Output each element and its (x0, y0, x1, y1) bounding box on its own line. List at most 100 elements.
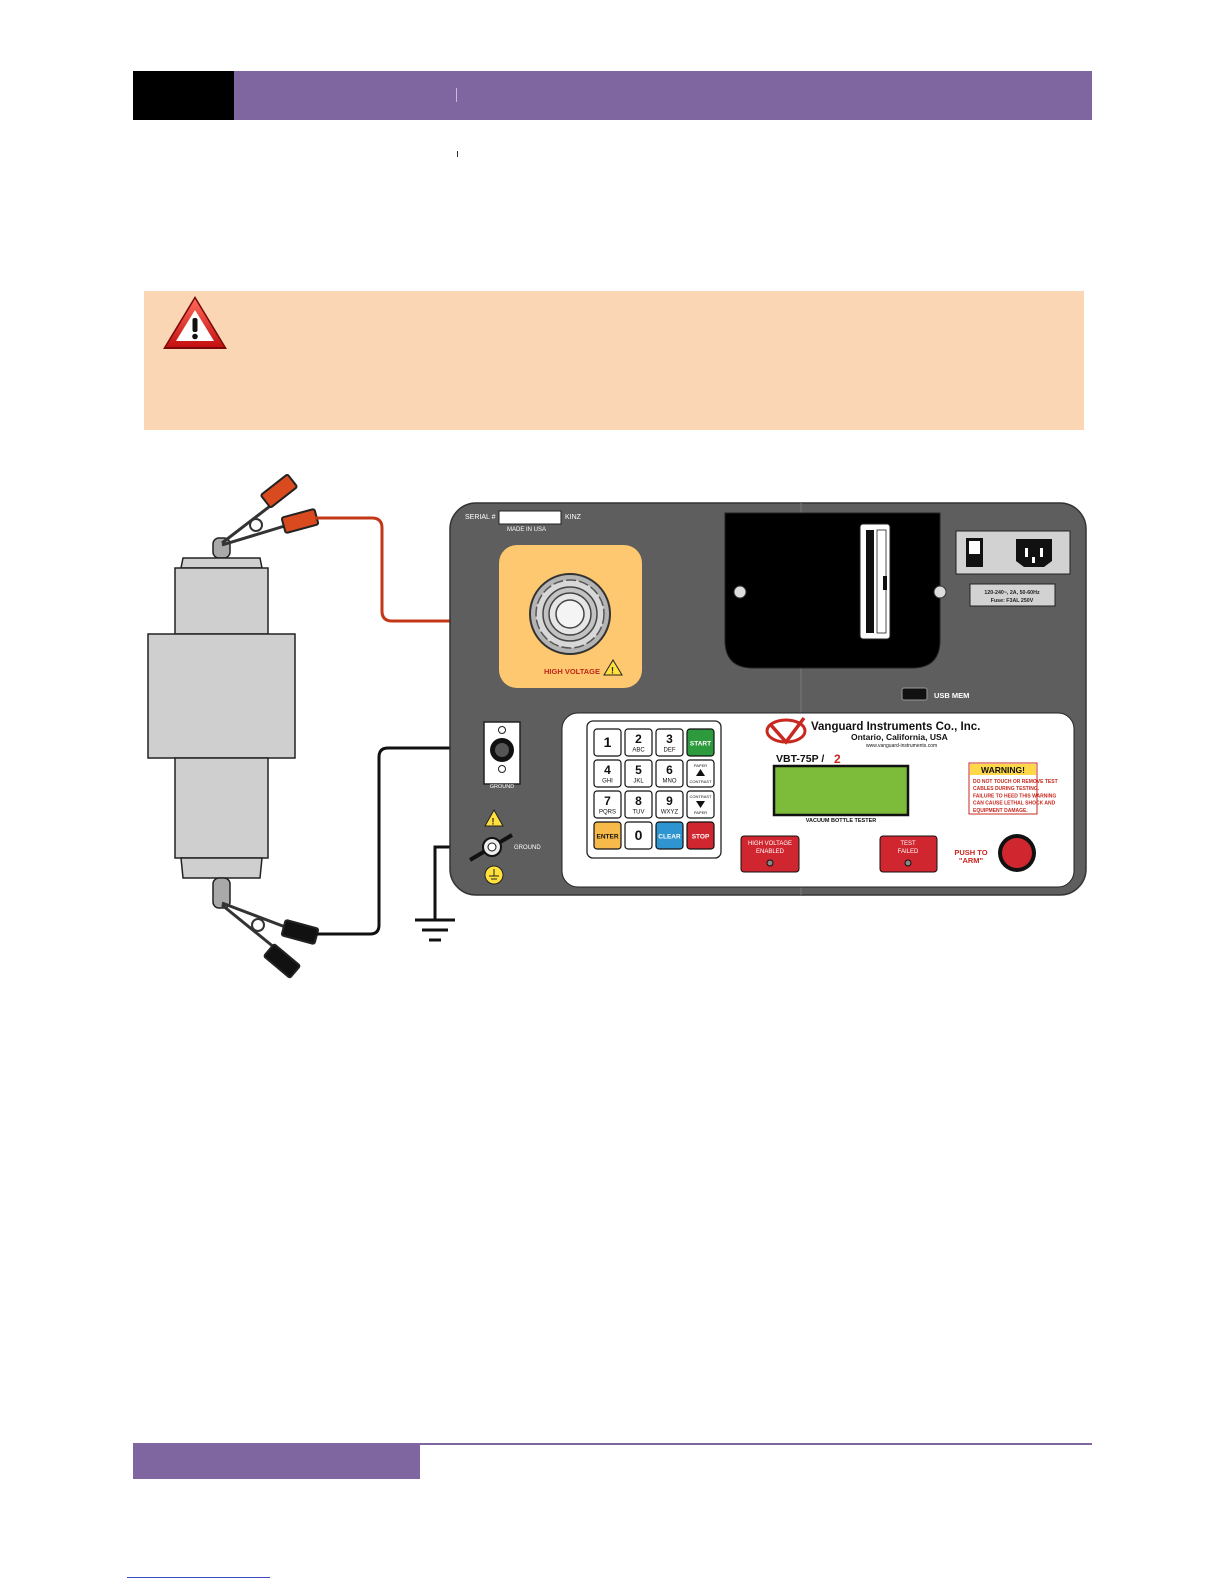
fuse-line1: 120-240~, 2A, 50-60Hz (984, 590, 1040, 596)
key-sublabel: CONTRAST (690, 779, 713, 784)
earth-symbol-icon (484, 865, 504, 885)
test-failed-line2: FAILED (898, 849, 919, 855)
arm-button[interactable] (1002, 838, 1032, 868)
key-sublabel: JKL (633, 779, 644, 785)
key-label: CONTRAST (690, 794, 713, 799)
usb-port[interactable] (901, 687, 928, 701)
svg-text:!: ! (492, 817, 495, 827)
key-stop[interactable]: STOP (686, 821, 715, 850)
warning-label-title: WARNING! (981, 765, 1025, 775)
instrument-panel: SERIAL # KINZ MADE IN USA HIGH VOLTAGE ! (449, 502, 1087, 896)
key-sublabel: ABC (632, 748, 645, 754)
key-paper[interactable]: PAPER CONTRAST (686, 759, 715, 788)
push-to-label: PUSH TO (954, 848, 987, 857)
test-failed-indicator (879, 835, 938, 873)
key-label: START (690, 741, 711, 748)
hv-label: HIGH VOLTAGE (544, 667, 600, 676)
key-enter[interactable]: ENTER (593, 821, 622, 850)
screw-icon (733, 585, 747, 599)
hv-enabled-line2: ENABLED (756, 849, 785, 855)
key-sublabel: PQRS (599, 810, 616, 816)
made-in-label: MADE IN USA (507, 527, 546, 533)
hv-enabled-lamp (766, 859, 774, 867)
kinz-label: KINZ (565, 514, 582, 521)
warning-label-line: FAILURE TO HEED THIS WARNING (973, 793, 1056, 799)
vacuum-bottle (147, 537, 296, 909)
key-label: ENTER (596, 834, 618, 841)
key-start[interactable]: START (686, 728, 715, 757)
key-clear[interactable]: CLEAR (655, 821, 684, 850)
warning-label-line: CABLES DURING TESTING. (973, 786, 1040, 792)
key-label: 1 (604, 734, 612, 750)
company-name: Vanguard Instruments Co., Inc. (811, 721, 980, 733)
footer-bar (133, 1445, 420, 1479)
usb-label: USB MEM (934, 691, 969, 700)
screw-icon (933, 585, 947, 599)
warning-triangle-icon (163, 296, 227, 349)
text-cursor-mark (457, 151, 458, 157)
key-label: CLEAR (658, 834, 681, 841)
serial-label: SERIAL # (465, 514, 496, 521)
warning-callout (144, 291, 1084, 430)
key-label: 9 (666, 794, 673, 808)
key-label: 5 (635, 763, 642, 777)
key-sublabel: TUV (633, 810, 645, 816)
arrow-up-icon (696, 769, 705, 776)
earth-ground-icon (415, 918, 455, 942)
company-website: www.vanguard-instruments.com (866, 743, 937, 749)
header-divider (456, 88, 457, 102)
key-contrast[interactable]: CONTRAST PAPER (686, 790, 715, 819)
arrow-down-icon (696, 801, 705, 808)
black-test-lead (316, 746, 498, 936)
company-location: Ontario, California, USA (851, 732, 948, 742)
warning-label-line: EQUIPMENT DAMAGE. (973, 808, 1028, 814)
hv-enabled-indicator (740, 835, 800, 873)
key-0[interactable]: 0 (624, 821, 653, 850)
test-failed-line1: TEST (900, 841, 916, 847)
key-label: 8 (635, 794, 642, 808)
key-sublabel: MNO (663, 779, 677, 785)
fuse-label-plate (969, 583, 1056, 607)
model-suffix: 2 (834, 752, 841, 766)
ground-post-label: GROUND (514, 845, 541, 851)
hv-connector[interactable] (529, 573, 611, 655)
key-label: 4 (604, 763, 611, 777)
black-clip-bottom[interactable] (221, 901, 320, 979)
key-sublabel: WXYZ (661, 810, 679, 816)
key-1[interactable]: 1 (593, 728, 622, 757)
connection-diagram: SERIAL # KINZ MADE IN USA HIGH VOLTAGE ! (147, 474, 1087, 979)
header-black-block (133, 71, 234, 120)
key-label: PAPER (694, 763, 707, 768)
key-label: 6 (666, 763, 673, 777)
ground-connector-label: GROUND (490, 784, 514, 790)
warning-label-line: DO NOT TOUCH OR REMOVE TEST (973, 779, 1058, 785)
ground-post[interactable] (468, 833, 514, 862)
header-bar (234, 71, 1092, 120)
footer-rule (133, 1443, 1092, 1445)
key-sublabel: PAPER (694, 810, 707, 815)
printer-window (724, 512, 941, 669)
key-label: 7 (604, 794, 611, 808)
red-clip-top[interactable] (221, 474, 320, 547)
arm-label: "ARM" (959, 856, 984, 865)
key-sublabel: DEF (664, 748, 676, 754)
svg-text:!: ! (611, 666, 614, 676)
key-label: 0 (635, 827, 643, 843)
warning-label-header (970, 764, 1036, 775)
paper-slot (859, 523, 891, 640)
key-sublabel: GHI (602, 779, 613, 785)
power-switch[interactable] (966, 538, 983, 567)
key-label: 3 (666, 732, 673, 746)
hv-enabled-line1: HIGH VOLTAGE (748, 841, 792, 847)
fuse-line2: Fuse: F3AL 250V (991, 598, 1034, 604)
footer-link-underline (127, 1577, 270, 1578)
key-label: STOP (692, 834, 710, 841)
